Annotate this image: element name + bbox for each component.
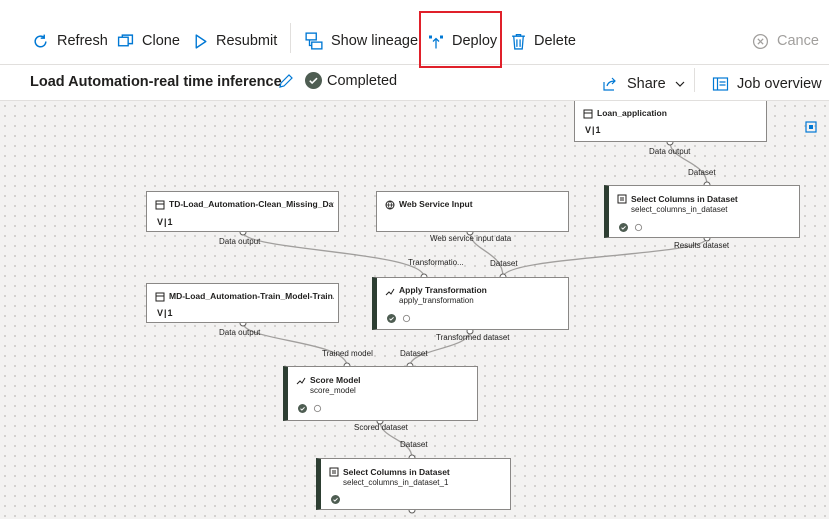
port-label: Dataset: [688, 168, 716, 177]
node-title: MD-Load_Automation-Train_Model-Train...: [169, 291, 334, 301]
deploy-label: Deploy: [452, 33, 498, 49]
node-subtitle: score_model: [310, 386, 356, 395]
deploy-highlight-box: [419, 11, 502, 68]
recycle-icon: [402, 314, 411, 323]
port-label: Results dataset: [674, 241, 730, 250]
module-icon: [385, 288, 395, 296]
port-label: Dataset: [400, 440, 428, 449]
resubmit-label: Resubmit: [216, 33, 278, 49]
job-header: [0, 64, 829, 101]
share-icon: [603, 77, 616, 91]
show-lineage-icon: [305, 32, 323, 50]
resubmit-button[interactable]: Resubmit: [193, 28, 277, 54]
delete-label: Delete: [534, 33, 576, 49]
deploy-icon: [429, 35, 443, 48]
globe-icon: [385, 200, 395, 210]
node-td-clean-missing[interactable]: TD-Load_Automation-Clean_Missing_Dat... …: [146, 191, 339, 232]
pipeline-canvas[interactable]: Loan_application V|1 Data output Dataset…: [0, 101, 829, 519]
node-title: Score Model: [310, 375, 361, 385]
node-title: Loan_application: [597, 108, 667, 118]
show-lineage-button[interactable]: Show lineage: [305, 28, 418, 54]
header-divider: [694, 68, 695, 92]
node-title: Select Columns in Dataset: [343, 467, 450, 477]
cancel-label: Cance: [777, 33, 819, 49]
module-icon: [329, 467, 339, 477]
job-overview-icon: [712, 77, 729, 91]
dataset-icon: [155, 200, 165, 210]
refresh-label: Refresh: [57, 33, 108, 49]
job-overview-button[interactable]: Job overview: [712, 71, 822, 97]
port-label: Dataset: [400, 349, 428, 358]
dataset-icon: [155, 292, 165, 302]
job-title: Load Automation-real time inference: [30, 74, 282, 90]
toolbar: Refresh Clone Resubmit Show lineage Depl…: [0, 0, 829, 101]
completed-check-icon: [387, 314, 396, 323]
completed-check-icon: [331, 495, 340, 504]
port-label: Trained model: [322, 349, 373, 358]
toolbar-divider: [290, 23, 291, 53]
fit-view-icon[interactable]: [805, 121, 817, 133]
clone-button[interactable]: Clone: [117, 28, 180, 54]
resubmit-icon: [195, 33, 207, 49]
port-label: Data output: [219, 328, 261, 337]
node-loan-application[interactable]: Loan_application V|1: [574, 101, 767, 142]
clone-label: Clone: [142, 33, 180, 49]
job-overview-label: Job overview: [737, 76, 822, 92]
node-version: V|1: [157, 217, 174, 227]
node-title: Select Columns in Dataset: [631, 194, 738, 204]
node-select-columns-2[interactable]: Select Columns in Dataset select_columns…: [316, 458, 511, 510]
node-apply-transformation[interactable]: Apply Transformation apply_transformatio…: [372, 277, 569, 330]
port-label: Dataset: [490, 259, 518, 268]
node-title: Web Service Input: [399, 199, 473, 209]
port-label: Scored dataset: [354, 423, 408, 432]
delete-icon: [512, 33, 525, 50]
dataset-icon: [583, 109, 593, 119]
node-title: TD-Load_Automation-Clean_Missing_Dat...: [169, 199, 334, 209]
completed-check-icon: [305, 72, 322, 89]
port-label: Transformatio...: [408, 258, 464, 267]
share-button[interactable]: Share: [601, 71, 694, 97]
node-subtitle: apply_transformation: [399, 296, 474, 305]
node-subtitle: select_columns_in_dataset_1: [343, 478, 449, 487]
module-icon: [296, 377, 306, 385]
refresh-icon: [34, 34, 47, 47]
node-web-service-input[interactable]: Web Service Input: [376, 191, 569, 232]
node-select-columns-1[interactable]: Select Columns in Dataset select_columns…: [604, 185, 800, 238]
node-version: V|1: [585, 125, 602, 135]
command-bar: [0, 14, 829, 65]
port-label: Transformed dataset: [436, 333, 510, 342]
refresh-button[interactable]: Refresh: [32, 28, 108, 54]
node-md-train-model[interactable]: MD-Load_Automation-Train_Model-Train... …: [146, 283, 339, 323]
status-badge: Completed: [305, 72, 397, 89]
share-label: Share: [627, 76, 666, 92]
node-title: Apply Transformation: [399, 285, 487, 295]
delete-button[interactable]: Delete: [511, 28, 576, 54]
recycle-icon: [634, 223, 643, 232]
node-version: V|1: [157, 308, 174, 318]
completed-check-icon: [619, 223, 628, 232]
deploy-button[interactable]: Deploy: [428, 28, 497, 54]
node-score-model[interactable]: Score Model score_model: [283, 366, 478, 421]
module-icon: [617, 194, 627, 204]
chevron-down-icon: [675, 81, 685, 87]
cancel-button[interactable]: Cance: [752, 28, 819, 54]
completed-check-icon: [298, 404, 307, 413]
port-label: Data output: [219, 237, 261, 246]
show-lineage-label: Show lineage: [331, 33, 419, 49]
node-subtitle: select_columns_in_dataset: [631, 205, 728, 214]
recycle-icon: [313, 404, 322, 413]
status-text: Completed: [327, 72, 398, 89]
cancel-icon: [752, 33, 769, 49]
port-label: Web service input data: [430, 234, 512, 243]
clone-icon: [117, 33, 134, 46]
port-label: Data output: [649, 147, 691, 156]
edit-icon[interactable]: [278, 73, 294, 89]
